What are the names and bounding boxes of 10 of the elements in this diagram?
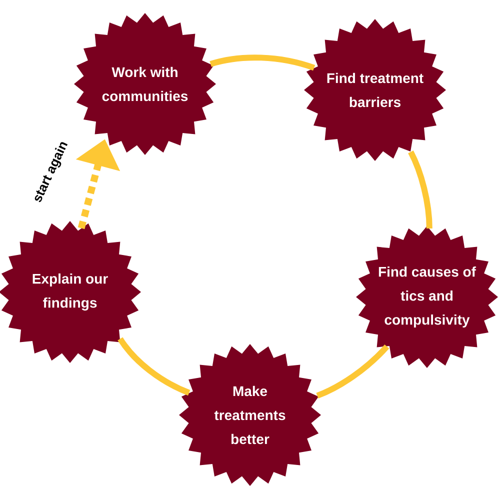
starburst-badge: Make treatments better	[179, 344, 321, 486]
starburst-badge: Explain our findings	[0, 221, 141, 363]
starburst-badge: Find causes of tics and compulsivity	[356, 226, 498, 368]
connector-line	[408, 150, 432, 229]
connector-line	[210, 54, 316, 71]
connector-line	[316, 344, 390, 399]
starburst-badge: Work with communities	[74, 13, 216, 155]
connector-line	[118, 337, 190, 396]
edge-label: start again	[34, 142, 68, 202]
starburst-badge: Find treatment barriers	[304, 19, 446, 161]
